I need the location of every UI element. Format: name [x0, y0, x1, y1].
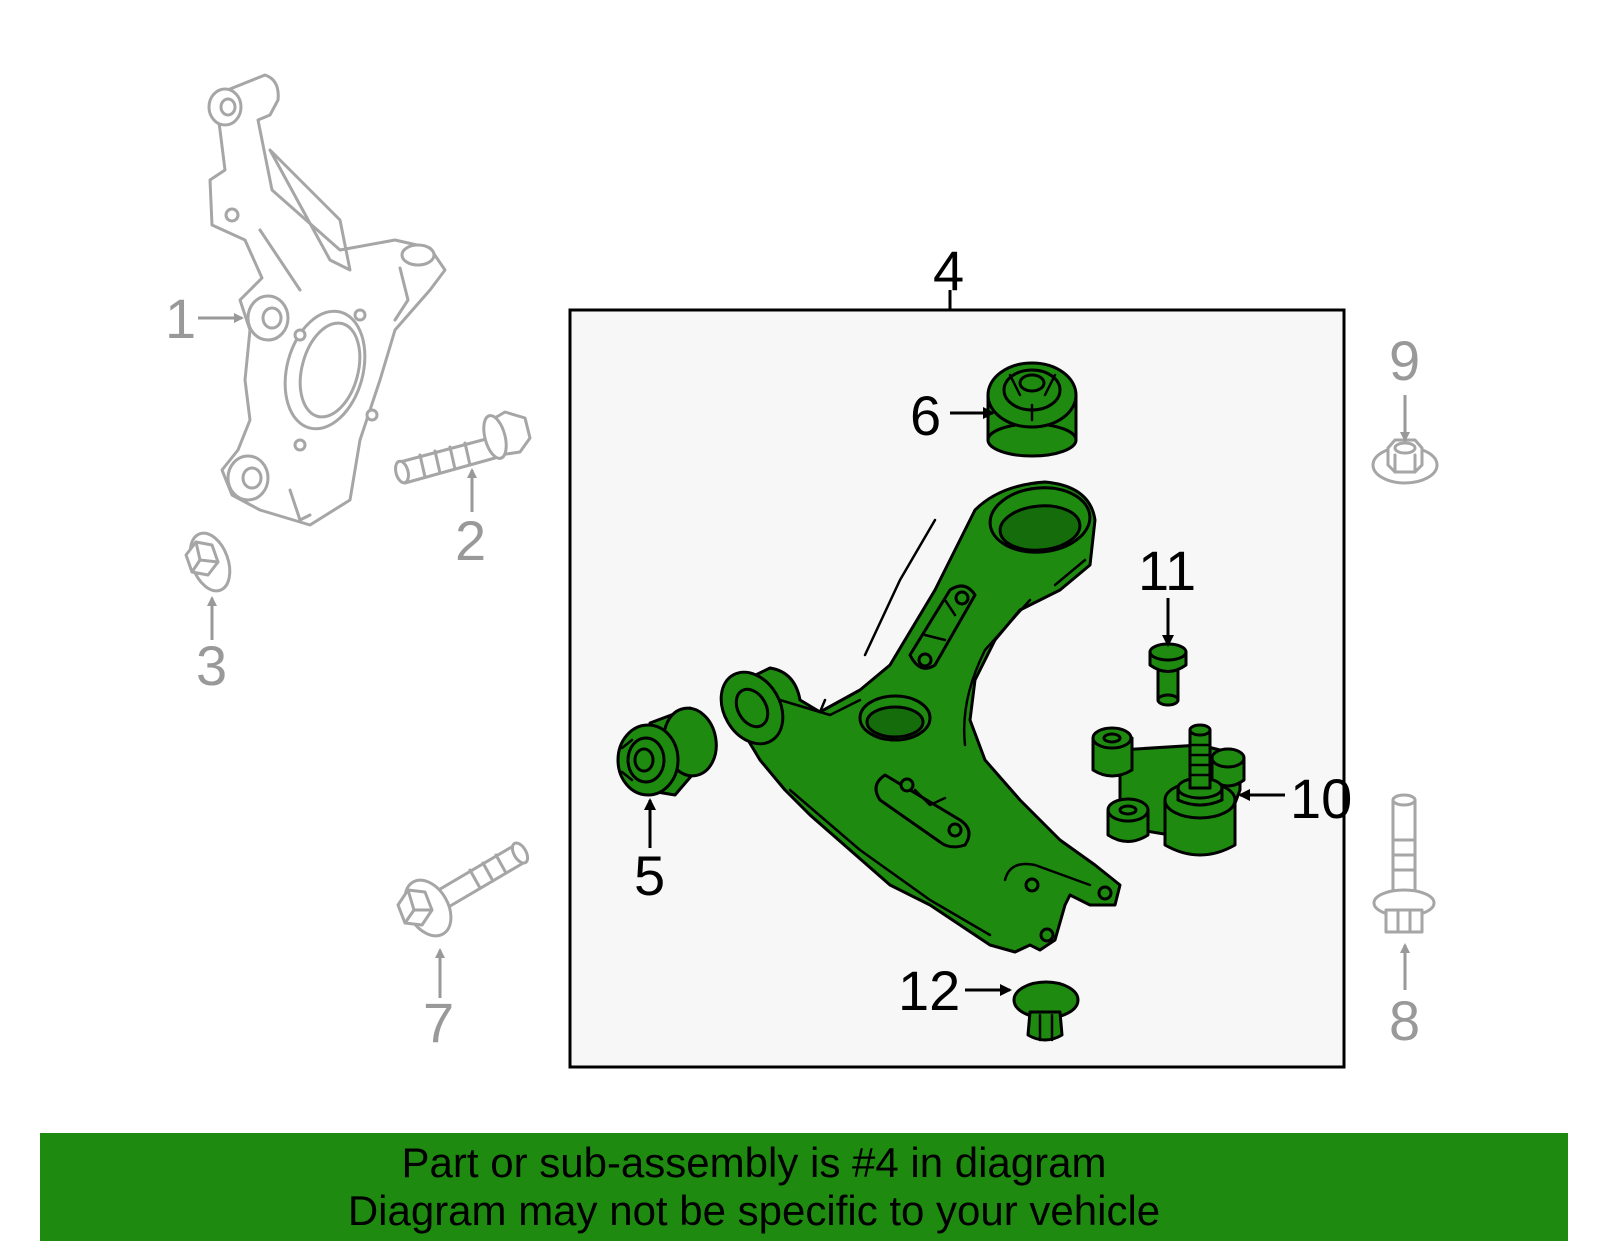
- bolt-8: [1372, 793, 1436, 934]
- nut-12[interactable]: [1012, 980, 1080, 1042]
- callout-8: 8: [1389, 989, 1420, 1052]
- callout-5: 5: [634, 844, 665, 907]
- callout-9: 9: [1389, 329, 1420, 392]
- callout-4: 4: [933, 239, 964, 302]
- callout-1: 1: [165, 287, 196, 350]
- bushing-5[interactable]: [616, 704, 722, 797]
- info-banner: Part or sub-assembly is #4 in diagram Di…: [40, 1133, 1568, 1241]
- nut-3: [184, 531, 232, 593]
- banner-line-2: Diagram may not be specific to your vehi…: [347, 1187, 1161, 1234]
- ball-joint[interactable]: [1091, 723, 1246, 857]
- bolt-11[interactable]: [1148, 642, 1188, 707]
- callout-11: 11: [1138, 539, 1196, 602]
- nut-9: [1371, 438, 1439, 485]
- control-arm[interactable]: [709, 480, 1122, 954]
- callout-10: 10: [1290, 767, 1352, 830]
- callout-7: 7: [423, 991, 454, 1054]
- bushing-6[interactable]: [986, 361, 1078, 458]
- bolt-7: [396, 841, 530, 938]
- callout-2: 2: [455, 509, 486, 572]
- callout-3: 3: [196, 634, 227, 697]
- bolt-2: [394, 410, 532, 485]
- callout-12: 12: [898, 959, 960, 1022]
- banner-line-1: Part or sub-assembly is #4 in diagram: [401, 1139, 1107, 1186]
- callout-6: 6: [910, 384, 941, 447]
- steering-knuckle: [207, 73, 447, 527]
